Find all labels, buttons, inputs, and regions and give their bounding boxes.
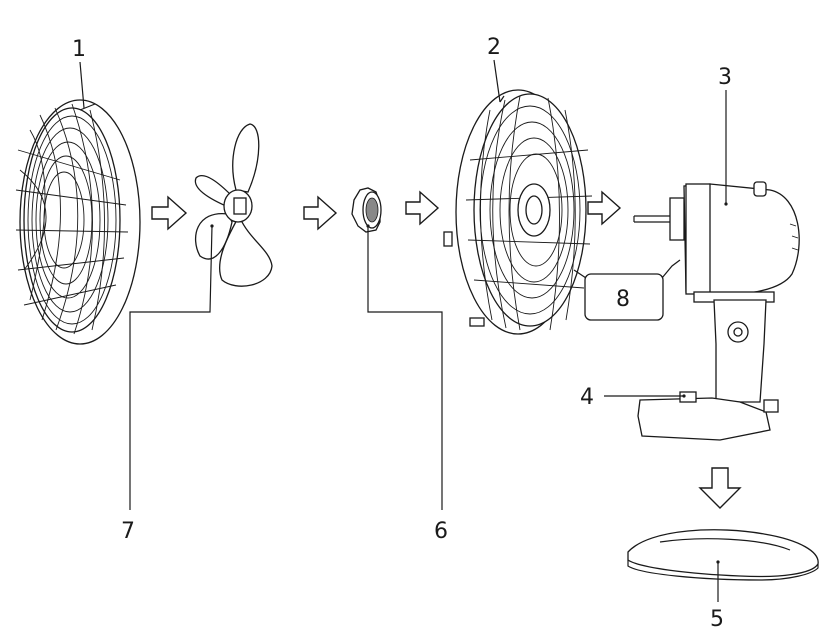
label-3: 3 xyxy=(718,65,732,90)
label-1: 1 xyxy=(72,37,86,62)
leader-line-6 xyxy=(367,226,443,510)
leader-line-7 xyxy=(129,225,213,510)
leader-line-8b xyxy=(661,259,681,279)
arrow-down xyxy=(698,467,742,509)
label-7: 7 xyxy=(121,519,135,544)
leader-line-1 xyxy=(79,61,85,109)
arrow-right-4 xyxy=(587,190,622,226)
label-2: 2 xyxy=(487,35,501,60)
label-8: 8 xyxy=(616,287,630,312)
arrow-right-3 xyxy=(405,190,440,226)
grill-nut-box xyxy=(584,273,664,321)
label-6: 6 xyxy=(434,519,448,544)
front-grill xyxy=(15,99,141,345)
arrow-right-1 xyxy=(151,195,188,231)
arrow-right-2 xyxy=(303,195,338,231)
motor-housing xyxy=(633,181,800,296)
label-5: 5 xyxy=(710,607,724,632)
fan-blade xyxy=(194,123,273,287)
leader-line-2 xyxy=(493,59,501,103)
fan-base xyxy=(627,529,819,581)
label-4: 4 xyxy=(580,385,594,410)
spinner-cap xyxy=(351,187,382,233)
rear-grill xyxy=(443,89,593,335)
stand-neck xyxy=(637,291,779,441)
